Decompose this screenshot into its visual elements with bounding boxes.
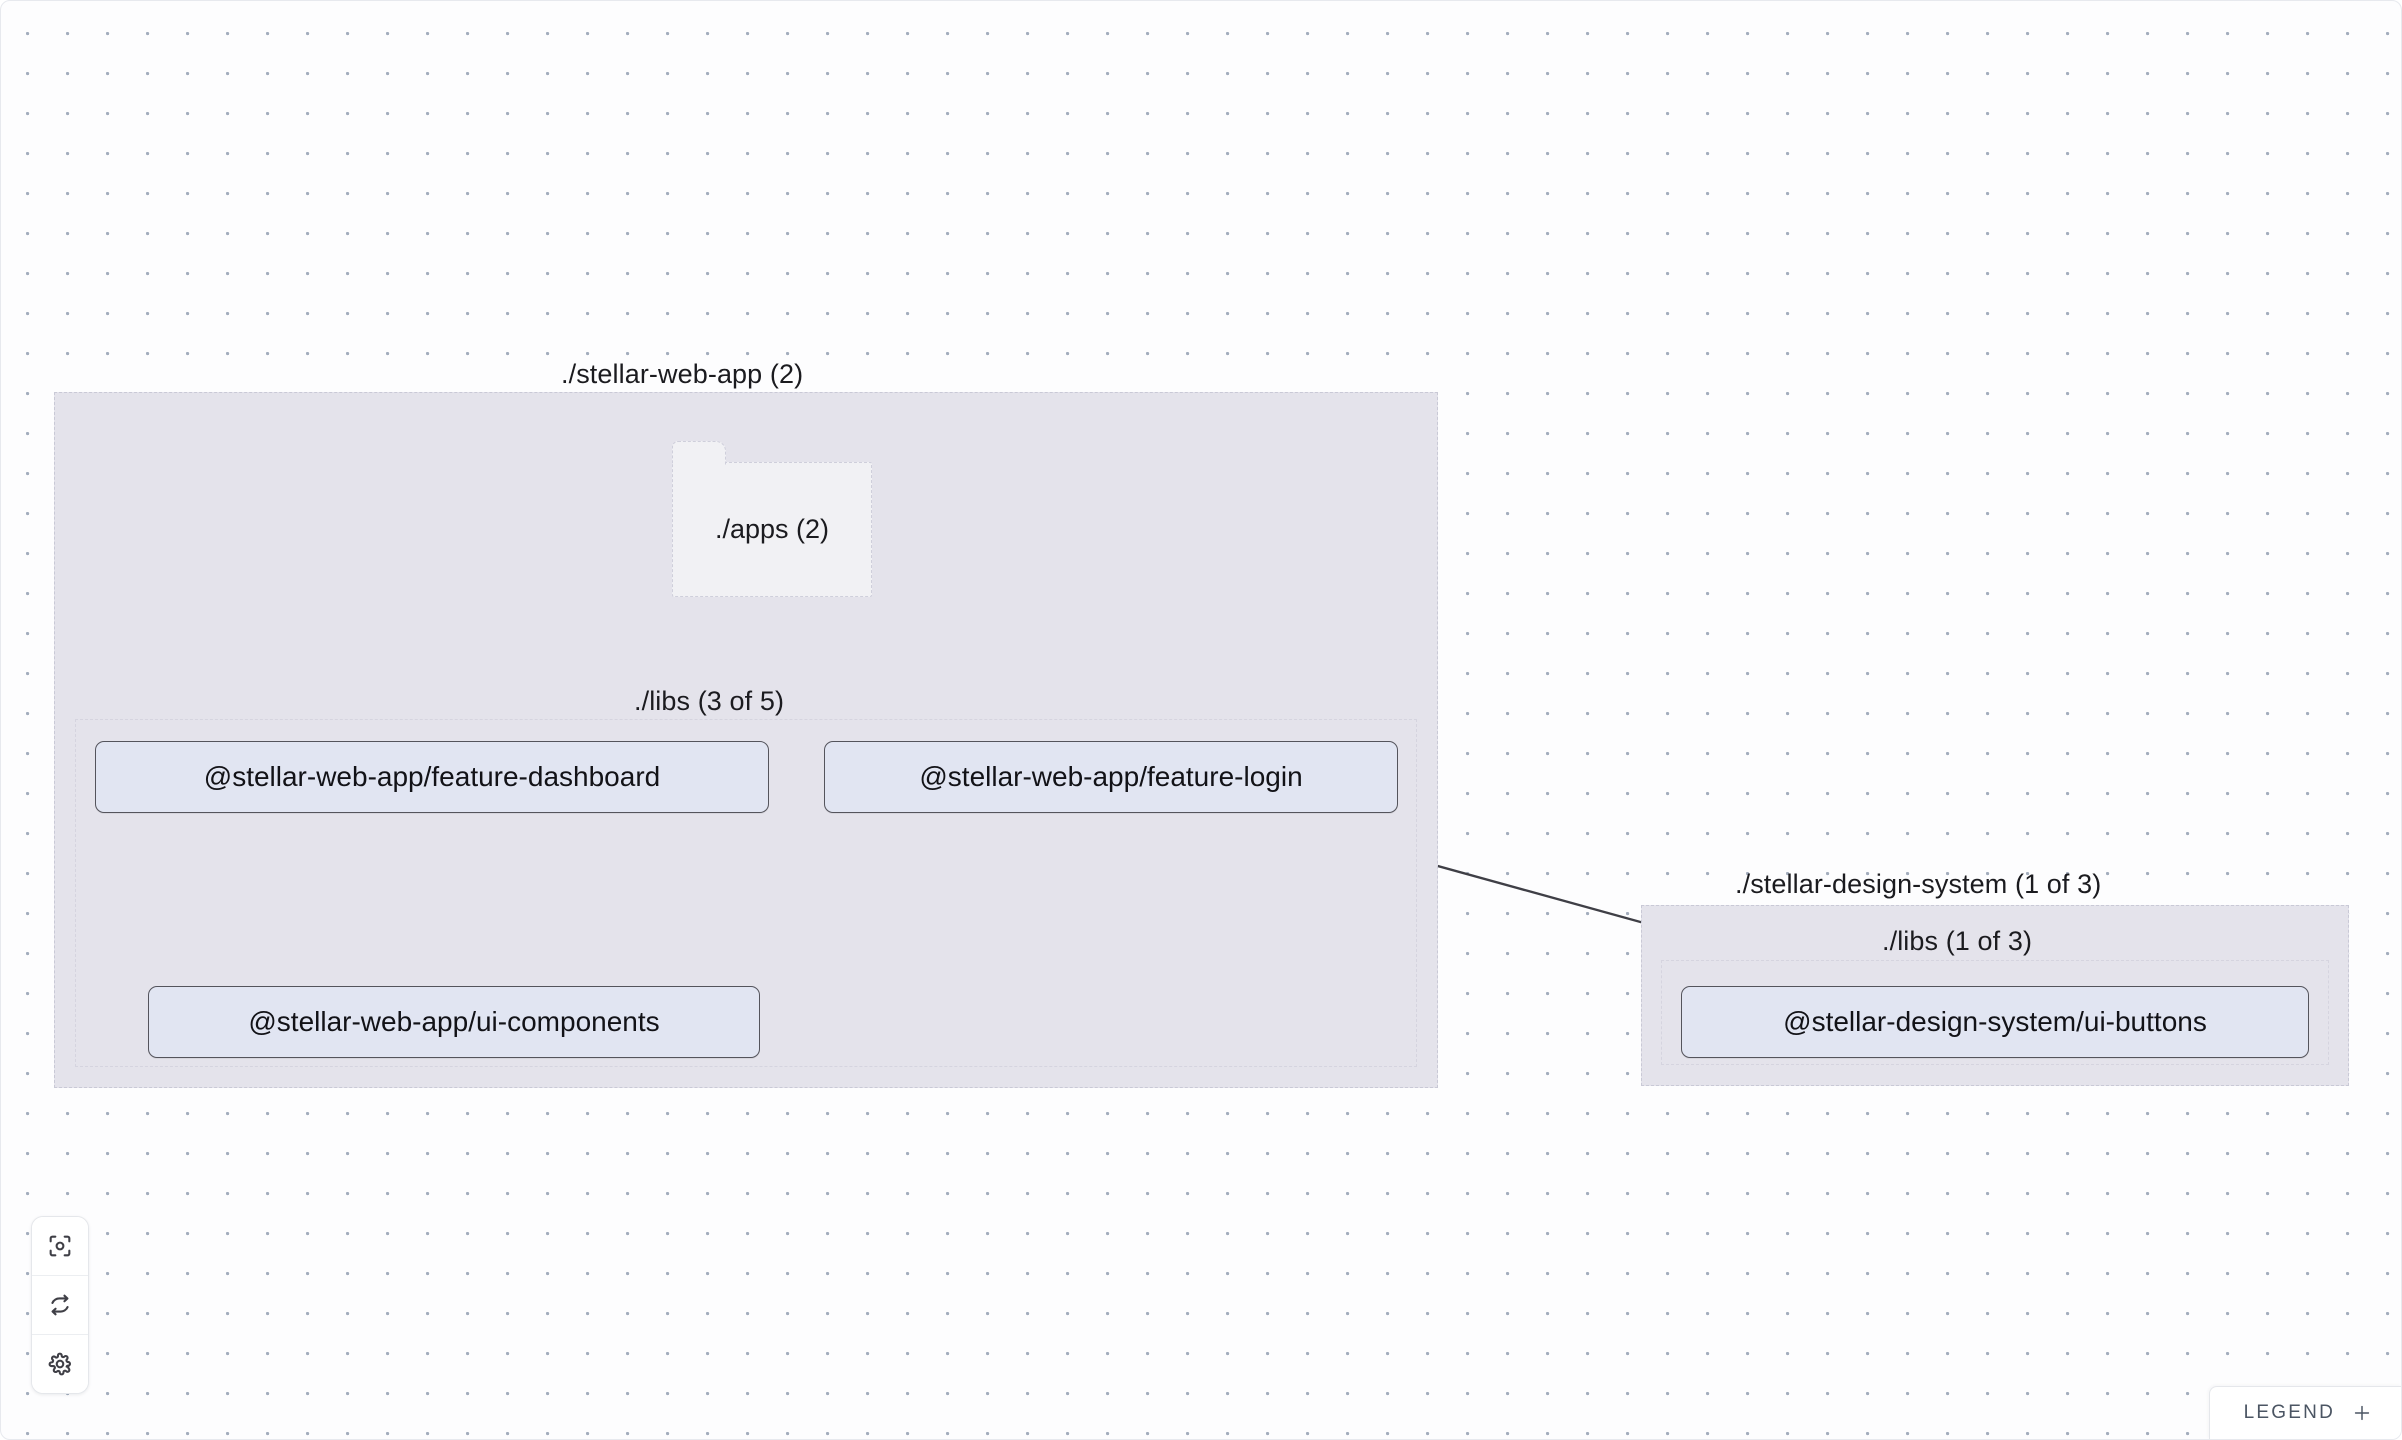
node-feature-login[interactable]: @stellar-web-app/feature-login: [824, 741, 1398, 813]
graph-toolbar: [31, 1216, 89, 1394]
gear-icon: [48, 1352, 71, 1376]
settings-button[interactable]: [32, 1335, 88, 1393]
focus-graph-button[interactable]: [32, 1217, 88, 1276]
node-ui-components[interactable]: @stellar-web-app/ui-components: [148, 986, 760, 1058]
node-label: @stellar-design-system/ui-buttons: [1783, 1006, 2207, 1037]
folder-tab-shape: [672, 441, 726, 467]
refresh-graph-button[interactable]: [32, 1276, 88, 1335]
legend-label: LEGEND: [2243, 1402, 2335, 1423]
node-label: @stellar-web-app/feature-dashboard: [203, 761, 661, 792]
node-feature-dashboard[interactable]: @stellar-web-app/feature-dashboard: [95, 741, 769, 813]
plus-icon: [2354, 1405, 2370, 1421]
folder-node-label: ./apps (2): [714, 514, 830, 544]
legend-toggle-button[interactable]: LEGEND: [2208, 1386, 2401, 1439]
node-ui-buttons[interactable]: @stellar-design-system/ui-buttons: [1681, 986, 2309, 1058]
group-label-stellar-web-app-libs: ./libs (3 of 5): [634, 686, 785, 716]
node-label: @stellar-web-app/ui-components: [248, 1006, 660, 1037]
group-label-stellar-design-system: ./stellar-design-system (1 of 3): [1735, 869, 2102, 899]
group-label-stellar-web-app: ./stellar-web-app (2): [561, 359, 804, 389]
group-label-stellar-design-system-libs: ./libs (1 of 3): [1882, 926, 2033, 956]
focus-target-icon: [49, 1235, 71, 1257]
node-label: @stellar-web-app/feature-login: [919, 761, 1303, 792]
refresh-icon: [51, 1294, 69, 1316]
folder-node-apps[interactable]: ./apps (2): [672, 441, 872, 597]
